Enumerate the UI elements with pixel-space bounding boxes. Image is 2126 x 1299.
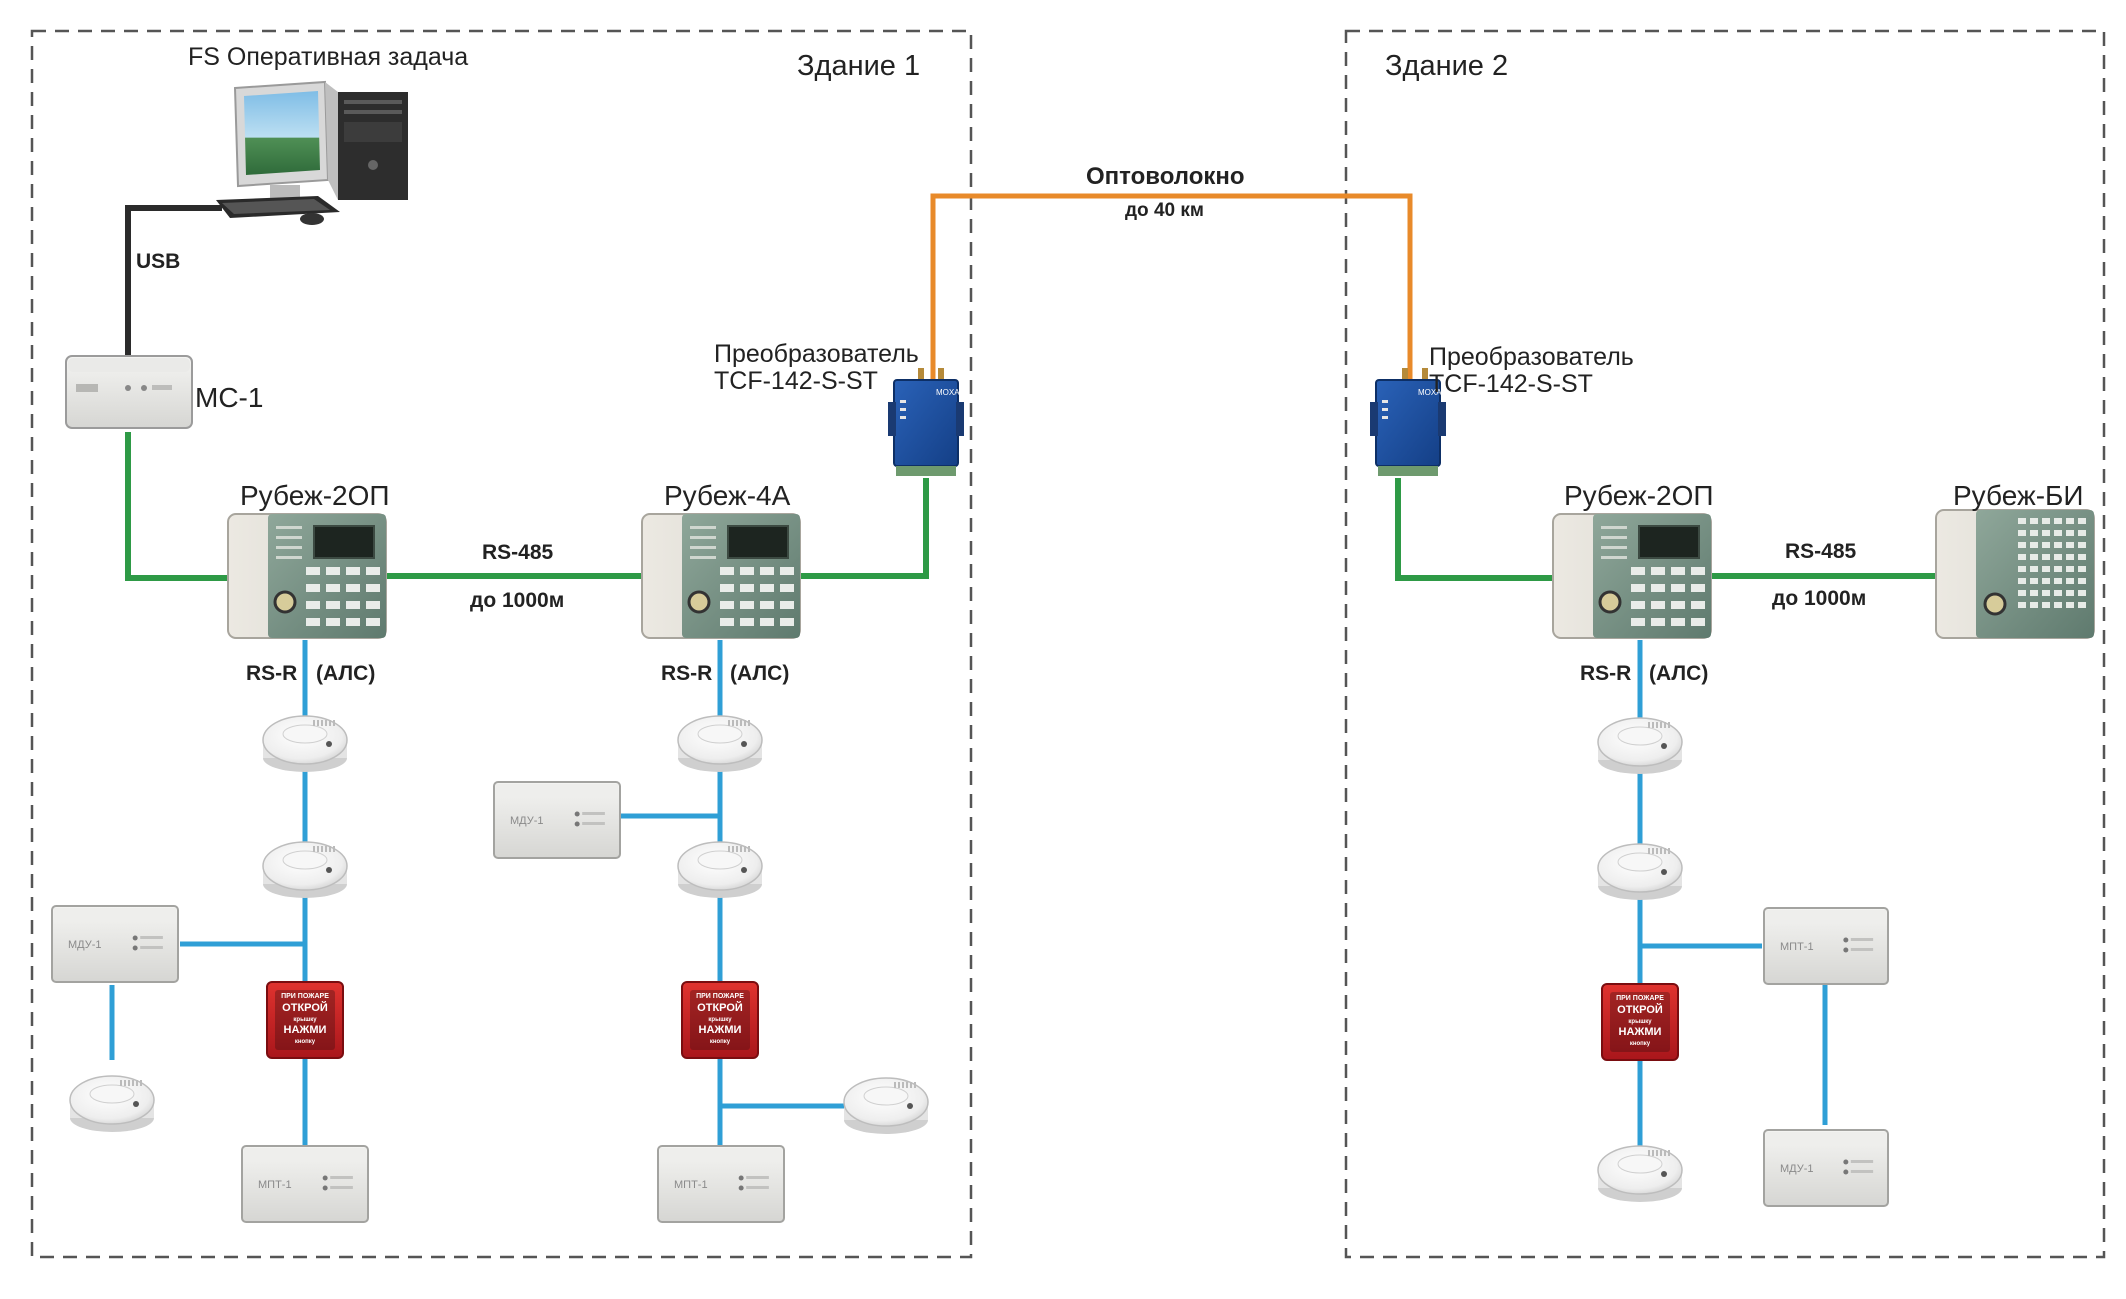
- call-point-text: ПРИ ПОЖАРЕ: [1616, 995, 1664, 1002]
- rubezh4a-label: Рубеж-4А: [664, 480, 791, 511]
- converter-b2-line2: TCF-142-S-ST: [1429, 370, 1593, 398]
- rubezh2op-b1-panel: [227, 513, 387, 639]
- loop-1-als-label: (АЛС): [316, 662, 376, 685]
- rubezh2op-b2-label: Рубеж-2ОП: [1564, 480, 1714, 511]
- rs485-line-mc1: [125, 432, 230, 581]
- usb-cable: [125, 205, 222, 358]
- rubezh-bi-label: Рубеж-БИ: [1953, 480, 2084, 511]
- mc1-device: [65, 355, 193, 429]
- module-caption: МПТ-1: [258, 1179, 292, 1191]
- building-1-label: Здание 1: [797, 50, 921, 82]
- smoke-detector-icon: [69, 1075, 155, 1132]
- moxa-logo-b2: MOXA: [1418, 388, 1442, 397]
- call-point-text: НАЖМИ: [1619, 1026, 1662, 1038]
- mpt-module: МПТ-1: [241, 1145, 369, 1223]
- building-2-boundary: [1344, 29, 2106, 1259]
- range-label-b1: до 1000м: [470, 589, 565, 612]
- converter-b2-line1: Преобразователь: [1429, 343, 1634, 371]
- mpt-module: МПТ-1: [657, 1145, 785, 1223]
- module-caption: МПТ-1: [1780, 941, 1814, 953]
- call-point-text: НАЖМИ: [284, 1024, 327, 1036]
- alc-loop-1: [109, 640, 308, 1150]
- module-caption: МПТ-1: [674, 1179, 708, 1191]
- usb-label: USB: [136, 250, 181, 273]
- loop-3-als-label: (АЛС): [1649, 662, 1709, 685]
- module-caption: МДУ-1: [68, 939, 102, 951]
- call-point-text: ОТКРОЙ: [282, 1001, 328, 1014]
- mdu-module: МДУ-1: [1763, 1129, 1889, 1207]
- loop-1-rs-label: RS-R: [246, 662, 298, 685]
- rubezh2op-b2-panel: [1552, 513, 1712, 639]
- rs485-label-b1: RS-485: [482, 541, 554, 564]
- loop-2-als-label: (АЛС): [730, 662, 790, 685]
- call-point-text: ПРИ ПОЖАРЕ: [696, 993, 744, 1000]
- fiber-link: [930, 193, 1413, 380]
- smoke-detector-icon: [1597, 1145, 1683, 1202]
- rs485-line-4a-converter: [798, 478, 929, 579]
- building-2-label: Здание 2: [1385, 50, 1509, 82]
- smoke-detector-icon: [677, 841, 763, 898]
- loop-2-rs-label: RS-R: [661, 662, 713, 685]
- smoke-detector-icon: [1597, 843, 1683, 900]
- call-point-text: кнопку: [1630, 1041, 1651, 1047]
- call-point-text: кнопку: [710, 1039, 731, 1045]
- rs485-line-converter-2op: [1395, 478, 1555, 581]
- smoke-detector-icon: [1597, 717, 1683, 774]
- mc1-label: МС-1: [195, 382, 264, 413]
- range-label-b2: до 1000м: [1772, 587, 1867, 610]
- converter-b1-device: MOXA: [888, 368, 964, 476]
- rubezh2op-b1-label: Рубеж-2ОП: [240, 480, 390, 511]
- converter-b2-device: MOXA: [1370, 368, 1446, 476]
- moxa-logo-b1: MOXA: [936, 388, 960, 397]
- rubezh4a-panel: [641, 513, 801, 639]
- computer-icon: [216, 80, 408, 225]
- call-point-text: ПРИ ПОЖАРЕ: [281, 993, 329, 1000]
- converter-b1-line1: Преобразователь: [714, 340, 919, 368]
- rubezh-bi-panel: [1935, 509, 2095, 639]
- rs485-label-b2: RS-485: [1785, 540, 1857, 563]
- module-caption: МДУ-1: [510, 815, 544, 827]
- smoke-detector-icon: [262, 841, 348, 898]
- converter-b1-line2: TCF-142-S-ST: [714, 367, 878, 395]
- call-point-text: крышку: [708, 1017, 732, 1023]
- loop-3-rs-label: RS-R: [1580, 662, 1632, 685]
- fiber-range: до 40 км: [1125, 200, 1204, 221]
- call-point-text: НАЖМИ: [699, 1024, 742, 1036]
- call-point-text: крышку: [293, 1017, 317, 1023]
- call-point-text: ОТКРОЙ: [1617, 1003, 1663, 1016]
- workstation-label: FS Оперативная задача: [188, 43, 469, 71]
- mpt-module: МПТ-1: [1763, 907, 1889, 985]
- smoke-detector-icon: [843, 1077, 929, 1134]
- call-point-text: кнопку: [295, 1039, 316, 1045]
- building-1-boundary: [30, 29, 973, 1259]
- call-point-text: ОТКРОЙ: [697, 1001, 743, 1014]
- fiber-title: Оптоволокно: [1086, 163, 1245, 190]
- call-point-text: крышку: [1628, 1019, 1652, 1025]
- smoke-detector-icon: [677, 715, 763, 772]
- smoke-detector-icon: [262, 715, 348, 772]
- module-caption: МДУ-1: [1780, 1163, 1814, 1175]
- mdu-module: МДУ-1: [493, 781, 621, 859]
- mdu-module: МДУ-1: [51, 905, 179, 983]
